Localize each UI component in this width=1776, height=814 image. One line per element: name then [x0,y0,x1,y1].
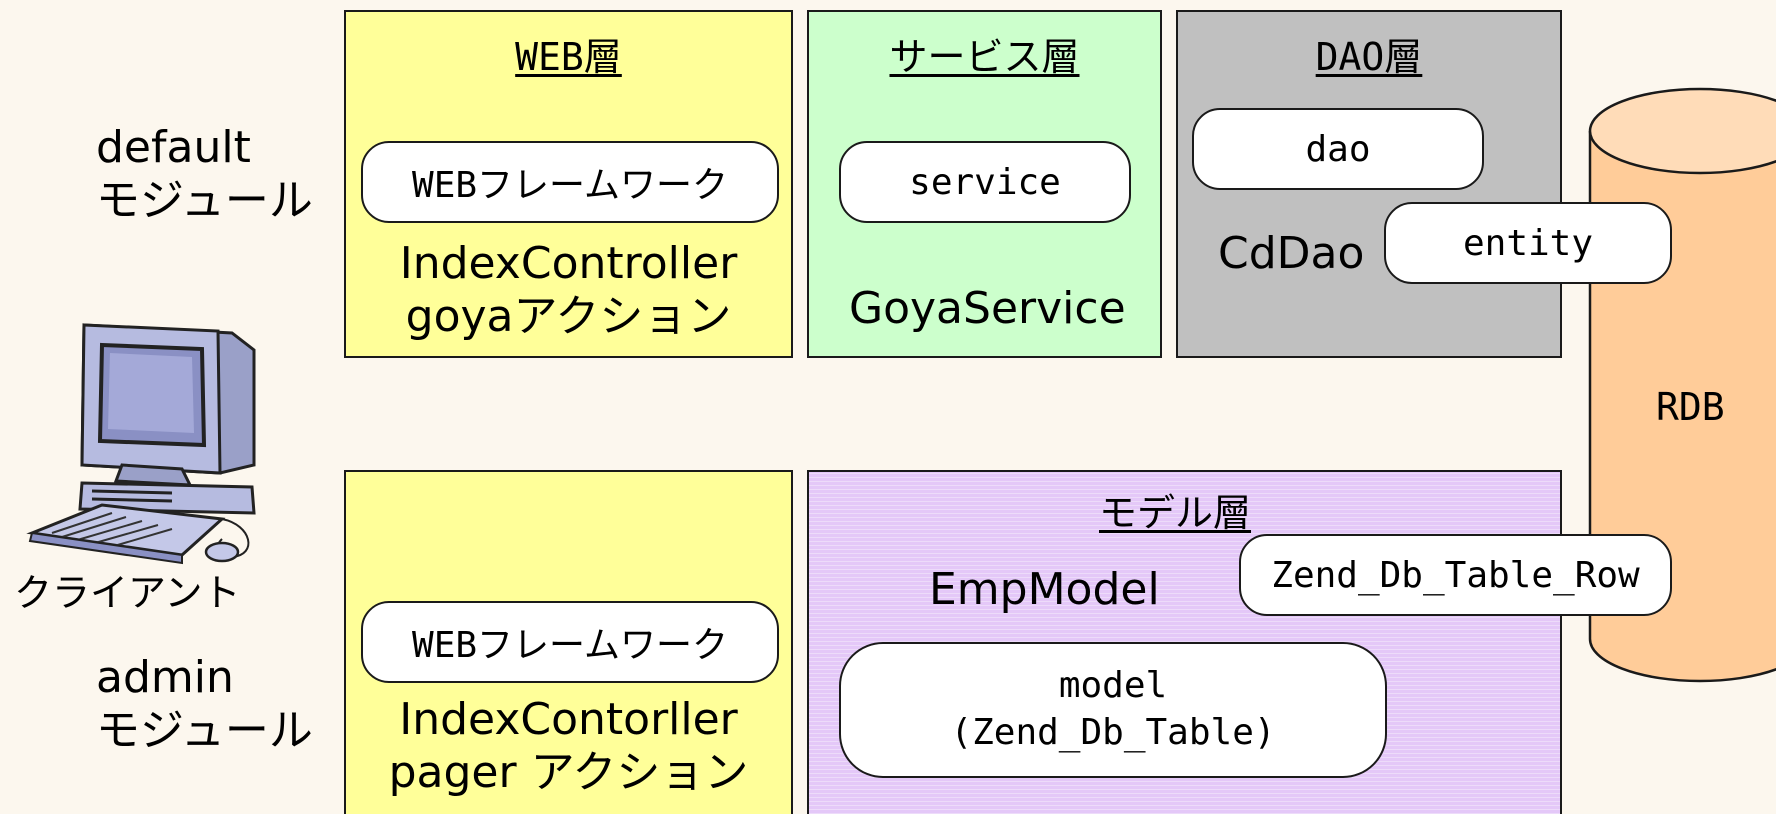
service-layer: サービス層 service GoyaService [807,10,1162,358]
model-pill-line1: model [1058,665,1168,707]
goya-action-name: goyaアクション [405,290,732,342]
web-layer-title: WEB層 [515,35,622,79]
dao-layer-title: DAO層 [1315,35,1423,79]
service-pill: service [839,141,1131,223]
service-layer-title: サービス層 [889,35,1080,79]
model-pill: model (Zend_Db_Table) [839,642,1387,778]
model-pill-line2: (Zend_Db_Table) [950,712,1276,753]
admin-module-label: admin モジュール [96,652,313,758]
goya-service-label: GoyaService [849,283,1126,334]
model-layer-title: モデル層 [1099,491,1252,535]
dao-pill: dao [1192,108,1484,190]
cd-dao-label: CdDao [1218,228,1365,279]
web-layer-default: WEB層 WEBフレームワーク IndexController goyaアクショ… [344,10,793,358]
web-layer-admin: WEBフレームワーク IndexContorller pager アクション [344,470,793,814]
dao-layer: DAO層 dao CdDao [1176,10,1562,358]
entity-pill: entity [1384,202,1672,284]
admin-web-framework-pill: WEBフレームワーク [361,601,779,683]
web-framework-pill: WEBフレームワーク [361,141,779,223]
client-label: クライアント [14,571,241,615]
default-module-name: default [96,122,251,173]
rdb-label: RDB [1656,385,1725,429]
default-module-suffix: モジュール [96,174,313,226]
admin-module-suffix: モジュール [96,704,313,756]
zend-db-table-row-pill: Zend_Db_Table_Row [1239,534,1672,616]
pager-action-name: pager アクション [388,746,749,798]
admin-module-name: admin [96,652,234,703]
emp-model-label: EmpModel [929,564,1160,615]
index-controller-label: IndexController goyaアクション [346,238,791,344]
index-contorller-name: IndexContorller [399,694,738,745]
default-module-label: default モジュール [96,122,313,228]
index-controller-name: IndexController [399,238,738,289]
model-layer: モデル層 EmpModel model (Zend_Db_Table) [807,470,1562,814]
index-contorller-label: IndexContorller pager アクション [346,694,791,800]
computer-icon [26,323,256,565]
